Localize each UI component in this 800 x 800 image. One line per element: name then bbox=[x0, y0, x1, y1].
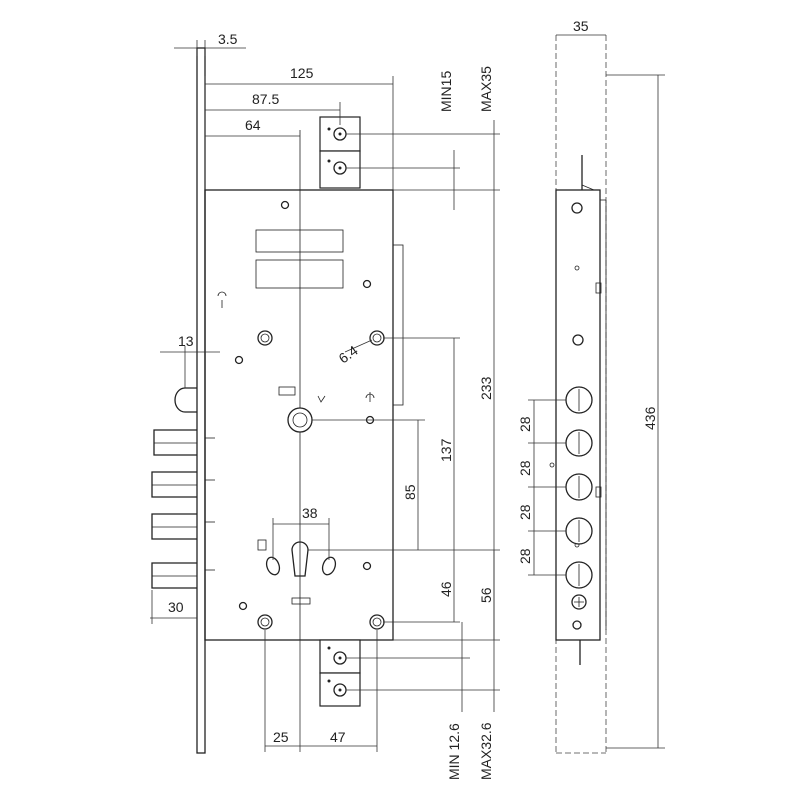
side-bolt-holes bbox=[565, 386, 593, 610]
dim-56: 56 bbox=[478, 587, 494, 603]
dead-bolts bbox=[151, 429, 215, 589]
dim-6-4: 6.4 bbox=[336, 342, 361, 366]
dim-85: 85 bbox=[402, 484, 418, 500]
dim-46: 46 bbox=[438, 581, 454, 597]
dim-3-5: 3.5 bbox=[218, 31, 238, 47]
dim-233: 233 bbox=[478, 376, 494, 400]
side-faceplate bbox=[555, 189, 601, 641]
dim-35: 35 bbox=[573, 18, 589, 34]
dim-13: 13 bbox=[178, 333, 194, 349]
dim-25: 25 bbox=[273, 729, 289, 745]
dim-min-12-6: MIN 12.6 bbox=[446, 723, 462, 780]
dim-137: 137 bbox=[438, 438, 454, 462]
bottom-strike-plates bbox=[319, 639, 361, 707]
cylinder-cutout bbox=[257, 539, 337, 605]
latch bbox=[174, 387, 197, 413]
dim-28-c: 28 bbox=[517, 504, 533, 520]
dim-28-d: 28 bbox=[517, 548, 533, 564]
faceplate bbox=[196, 47, 206, 754]
front-view: 3.5 125 87.5 64 MIN15 MAX35 13 6.4 233 1… bbox=[150, 31, 500, 780]
dim-max32-6: MAX32.6 bbox=[478, 722, 494, 780]
dim-38: 38 bbox=[302, 505, 318, 521]
dim-125: 125 bbox=[290, 65, 314, 81]
dim-30: 30 bbox=[168, 599, 184, 615]
dim-64: 64 bbox=[245, 117, 261, 133]
dim-max35: MAX35 bbox=[478, 66, 494, 112]
top-strike-plates bbox=[319, 116, 361, 189]
lock-body bbox=[204, 189, 394, 641]
dim-436: 436 bbox=[642, 406, 658, 430]
dim-28-b: 28 bbox=[517, 460, 533, 476]
dim-min15: MIN15 bbox=[438, 71, 454, 112]
dim-87-5: 87.5 bbox=[252, 91, 279, 107]
side-view: 35 436 28 28 28 28 bbox=[517, 18, 665, 754]
dim-47: 47 bbox=[330, 729, 346, 745]
dim-28-a: 28 bbox=[517, 416, 533, 432]
fixing-screws bbox=[257, 330, 385, 630]
handle-follower bbox=[278, 386, 313, 433]
